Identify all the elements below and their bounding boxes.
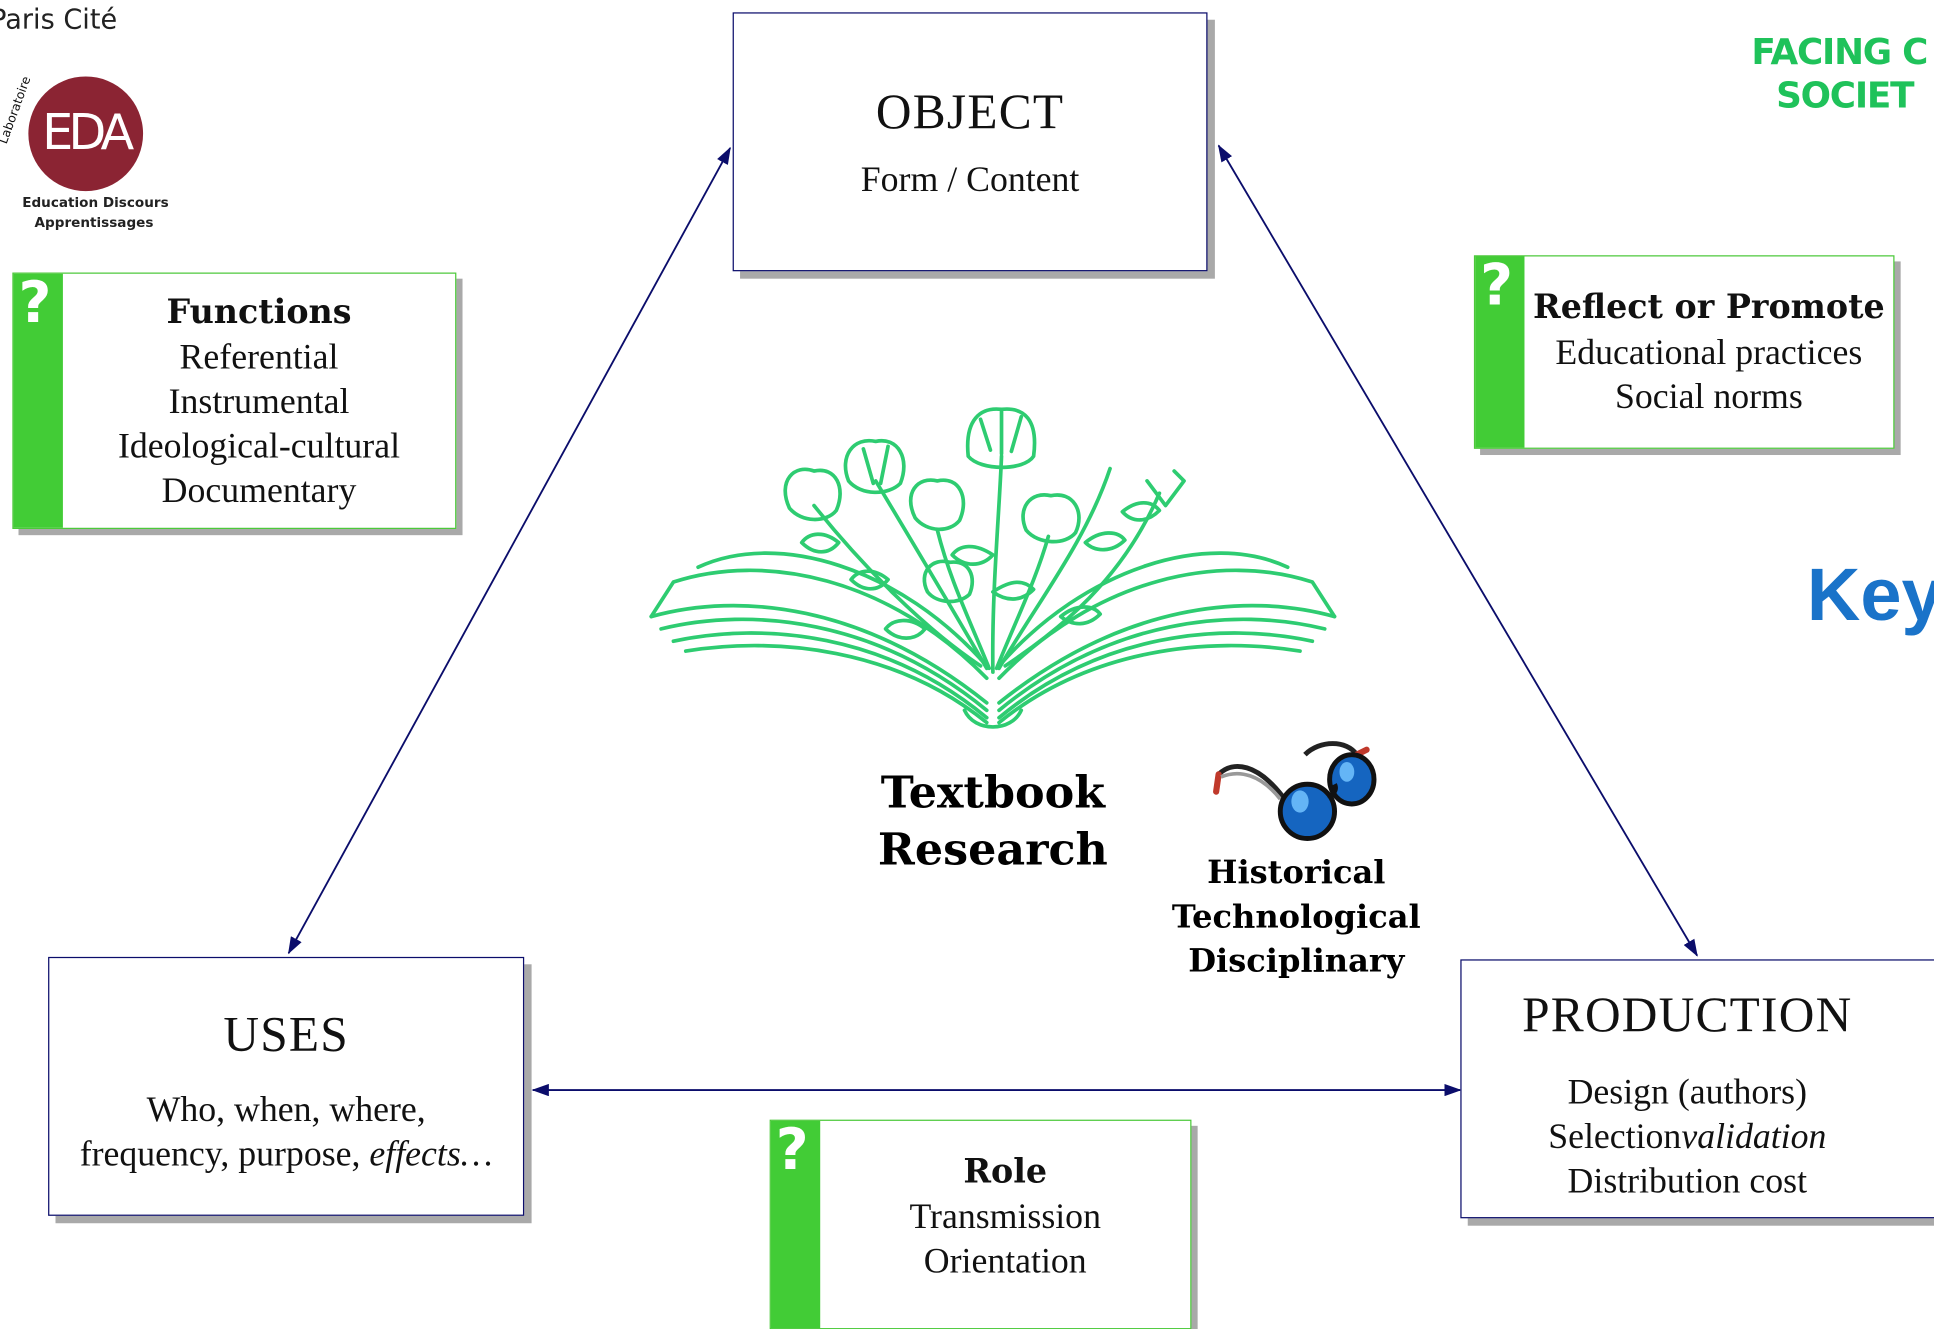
lab-caption-2: Apprentissages <box>34 214 154 231</box>
node-uses: USES Who, when, where, frequency, purpos… <box>48 956 525 1216</box>
question-stripe <box>13 273 63 528</box>
lab-logo-circle: EDA <box>28 76 144 192</box>
banner-line-1: FACING C <box>1751 30 1928 73</box>
banner-line-2: SOCIET <box>1776 73 1914 116</box>
node-uses-title: USES <box>223 1006 349 1062</box>
role-heading: Role <box>963 1152 1048 1192</box>
node-production-line2: Selectionvalidation <box>1462 1115 1913 1159</box>
reflect-heading: Reflect or Promote <box>1533 288 1885 327</box>
perspective-item: Technological <box>1171 898 1421 936</box>
node-production: PRODUCTION Design (authors) Selectionval… <box>1460 959 1934 1219</box>
center-title-line1: Textbook <box>880 766 1105 819</box>
lab-caption-1: Education Discours <box>22 194 169 211</box>
university-name: Paris Cité <box>0 4 118 36</box>
arrow-object-uses <box>287 146 731 955</box>
functions-item: Instrumental <box>168 382 350 422</box>
open-book-flowers-icon <box>649 407 1337 729</box>
perspective-item: Historical <box>1207 854 1386 892</box>
lab-monogram: EDA <box>42 104 134 162</box>
reflect-item: Educational practices <box>1555 332 1863 373</box>
question-mark-icon: ? <box>1480 251 1513 319</box>
node-production-line2-italic: validation <box>1681 1117 1827 1157</box>
center-title: Textbook Research <box>863 765 1122 878</box>
node-uses-line2: frequency, purpose, effects… <box>49 1132 523 1176</box>
side-keyword: Key <box>1806 553 1934 637</box>
question-box-functions-text: Functions Referential Instrumental Ideol… <box>63 274 455 528</box>
eyeglasses-icon <box>1213 741 1377 841</box>
eda-lab-logo: Laboratoire EDA Education Discours Appre… <box>0 64 173 237</box>
node-object-sub: Form / Content <box>860 160 1080 200</box>
question-box-role: ? Role Transmission Orientation <box>769 1116 1192 1329</box>
functions-item: Ideological-cultural <box>117 426 401 467</box>
functions-item: Referential <box>179 337 339 378</box>
node-uses-line2-italic: effects… <box>369 1134 493 1174</box>
center-title-line2: Research <box>877 823 1108 876</box>
question-box-role-text: Role Transmission Orientation <box>820 1121 1190 1328</box>
node-uses-line1: Who, when, where, <box>146 1090 426 1130</box>
question-box-functions: ? Functions Referential Instrumental Ide… <box>12 269 457 529</box>
question-stripe <box>1475 256 1525 448</box>
role-item: Orientation <box>923 1241 1087 1282</box>
question-stripe <box>770 1120 821 1329</box>
question-mark-icon: ? <box>18 268 52 336</box>
question-box-reflect-text: Reflect or Promote Educational practices… <box>1524 256 1893 447</box>
node-production-line3: Distribution cost <box>1567 1161 1808 1202</box>
node-production-title: PRODUCTION <box>1522 986 1853 1042</box>
perspectives-list: Historical Technological Disciplinary <box>1159 851 1433 984</box>
functions-heading: Functions <box>166 293 352 332</box>
role-item: Transmission <box>909 1197 1101 1237</box>
node-object-title: OBJECT <box>875 83 1065 140</box>
perspective-item: Disciplinary <box>1188 943 1405 981</box>
question-mark-icon: ? <box>775 1115 809 1183</box>
arrow-object-production <box>1217 144 1698 957</box>
node-uses-line2-plain: frequency, purpose, <box>79 1134 361 1174</box>
node-object: OBJECT Form / Content <box>732 12 1208 272</box>
reflect-item: Social norms <box>1614 377 1803 417</box>
node-production-line1: Design (authors) <box>1567 1072 1807 1113</box>
node-production-line2-plain: Selection <box>1548 1117 1682 1157</box>
functions-item: Documentary <box>161 471 357 511</box>
question-box-reflect: ? Reflect or Promote Educational practic… <box>1473 251 1895 449</box>
